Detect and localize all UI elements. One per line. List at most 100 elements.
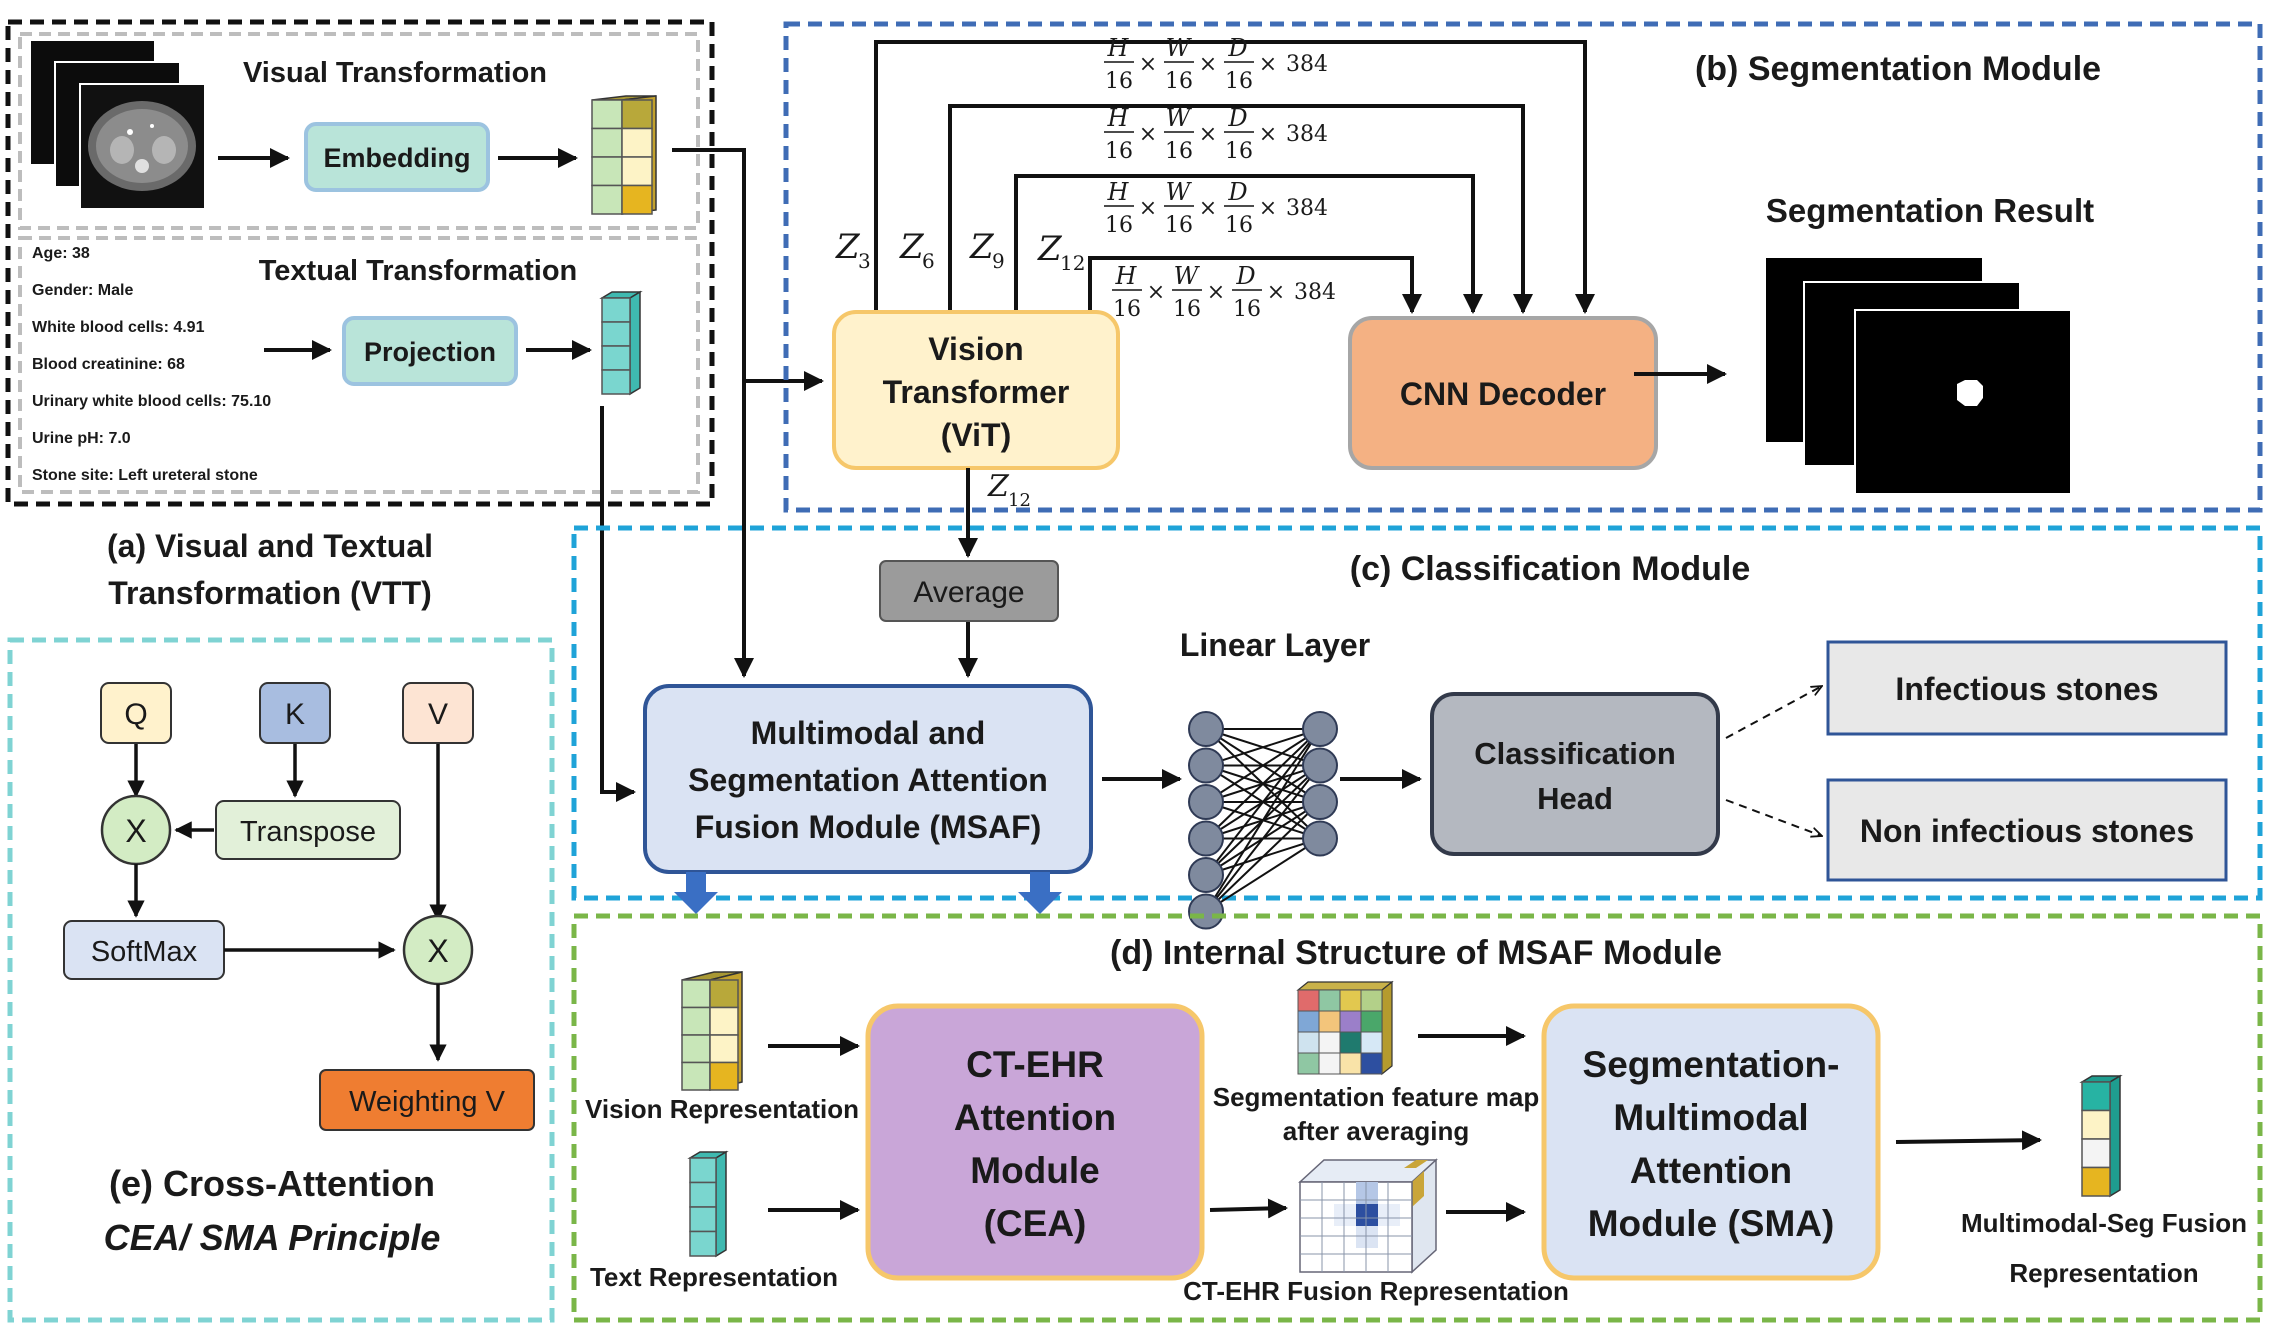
head-line1: Classification	[1474, 736, 1676, 771]
vit-line1: Vision	[928, 331, 1023, 367]
nn-neuron	[1188, 857, 1224, 893]
nn-neuron	[1302, 820, 1338, 857]
svg-text:Z: Z	[987, 469, 1010, 504]
dimension-formula: H16×W16×D16×384	[1104, 34, 1328, 94]
nn-neuron	[1188, 784, 1224, 820]
svg-text:×: ×	[1199, 52, 1217, 77]
svg-text:16: 16	[1173, 297, 1201, 322]
msaf-line1: Multimodal and	[751, 715, 986, 751]
msaf-line2: Segmentation Attention	[688, 762, 1048, 798]
nn-edge	[1205, 728, 1321, 840]
cea-line3: Module	[970, 1150, 1099, 1191]
svg-text:Z: Z	[969, 227, 995, 267]
msaf-expand-arrows	[674, 872, 1062, 914]
nn-edge	[1205, 801, 1321, 913]
fusion-representation-label: CT-EHR Fusion Representation	[1183, 1276, 1569, 1306]
k-box	[259, 682, 331, 744]
ct-scan-stack	[29, 39, 206, 210]
svg-text:×: ×	[1207, 280, 1225, 305]
nn-neuron	[1188, 820, 1224, 857]
projection-label: Projection	[364, 337, 496, 367]
svg-text:3: 3	[858, 249, 871, 273]
svg-text:16: 16	[1165, 139, 1193, 164]
panel-c-border	[571, 525, 2263, 901]
text-tensor-to-msaf-arrow	[600, 406, 636, 802]
v-box	[402, 682, 474, 744]
softmax-label: SoftMax	[91, 936, 198, 968]
dimension-formula: H16×W16×D16×384	[1112, 262, 1336, 322]
svg-text:×: ×	[1199, 196, 1217, 221]
textual-subpanel-border	[18, 236, 700, 494]
svg-text:×: ×	[1147, 280, 1165, 305]
svg-text:D: D	[1227, 178, 1247, 206]
ct-ehr-fusion-cube	[1298, 1158, 1438, 1274]
projection-box	[342, 316, 518, 386]
cnn-decoder-label: CNN Decoder	[1400, 376, 1606, 412]
svg-text:×: ×	[1267, 280, 1285, 305]
panel-c-title: (c) Classification Module	[1350, 550, 1751, 588]
weighting-label: Weighting V	[349, 1086, 505, 1118]
infectious-label: Infectious stones	[1895, 671, 2158, 707]
svg-text:16: 16	[1233, 297, 1261, 322]
cnn-decoder-box	[1348, 316, 1658, 470]
x-node-2-label: X	[427, 933, 448, 969]
embedding-box	[304, 122, 490, 192]
svg-text:W: W	[1166, 178, 1193, 206]
x-node-1-label: X	[125, 813, 146, 849]
transpose-box	[215, 800, 401, 860]
sma-line2: Multimodal	[1613, 1097, 1808, 1138]
infectious-output-box	[1826, 640, 2228, 736]
textual-transformation-title: Textual Transformation	[259, 255, 578, 287]
skip-feature-dimensions: H16×W16×D16×384H16×W16×D16×384H16×W16×D1…	[1104, 34, 1336, 322]
vit-line3: (ViT)	[941, 417, 1012, 453]
skip-connection-z3	[874, 40, 1595, 314]
vision-representation-tensor	[681, 971, 743, 1091]
q-label: Q	[124, 698, 147, 731]
svg-text:384: 384	[1294, 280, 1336, 305]
z12-output-label: Z 12	[987, 469, 1031, 511]
skip-connection-z9	[1014, 174, 1483, 314]
nn-edge	[1205, 837, 1321, 913]
cea-line2: Attention	[954, 1097, 1116, 1138]
sma-box	[1541, 1003, 1881, 1281]
nn-edge	[1205, 728, 1321, 913]
dimension-formula: H16×W16×D16×384	[1104, 178, 1328, 238]
svg-text:16: 16	[1165, 213, 1193, 238]
linear-layer-label: Linear Layer	[1180, 627, 1370, 663]
svg-text:Z: Z	[899, 227, 925, 267]
svg-text:W: W	[1166, 34, 1193, 62]
panel-a-caption-line1: (a) Visual and Textual	[107, 528, 433, 564]
embedding-label: Embedding	[324, 143, 471, 173]
skip-connection-z12	[1088, 256, 1422, 314]
svg-text:16: 16	[1113, 297, 1141, 322]
nn-neuron	[1188, 711, 1224, 747]
svg-text:12: 12	[1060, 251, 1085, 275]
nn-edge	[1205, 728, 1321, 803]
vit-box	[832, 310, 1120, 470]
ehr-creatinine: Blood creatinine: 68	[32, 356, 185, 373]
ehr-stone-site: Stone site: Left ureteral stone	[32, 467, 258, 484]
panel-a-border	[5, 19, 715, 507]
v-label: V	[428, 698, 448, 731]
z6-label: Z 6	[899, 227, 935, 273]
svg-text:9: 9	[992, 249, 1005, 273]
svg-text:×: ×	[1259, 196, 1277, 221]
panel-e-caption-line2: CEA/ SMA Principle	[104, 1217, 441, 1258]
svg-text:384: 384	[1286, 52, 1328, 77]
classification-head-box	[1430, 692, 1720, 856]
panel-c-classification: (c) Classification Module Average Multim…	[571, 525, 2263, 930]
panel-b-segmentation: (b) Segmentation Module Z 3 Z 6 Z 9 Z 12…	[783, 21, 2263, 558]
nn-neuron	[1302, 784, 1338, 820]
ehr-urinary-wbc: Urinary white blood cells: 75.10	[32, 393, 271, 410]
text-representation-tensor	[687, 1150, 729, 1258]
ehr-gender: Gender: Male	[32, 282, 133, 299]
multimodal-seg-fusion-tensor	[2079, 1074, 2123, 1198]
cea-line4: (CEA)	[984, 1203, 1087, 1244]
head-line2: Head	[1537, 781, 1613, 816]
cea-box	[865, 1003, 1205, 1281]
seg-map-label-line2: after averaging	[1283, 1116, 1469, 1146]
svg-text:×: ×	[1139, 52, 1157, 77]
svg-text:384: 384	[1286, 122, 1328, 147]
nn-neuron	[1188, 747, 1224, 784]
